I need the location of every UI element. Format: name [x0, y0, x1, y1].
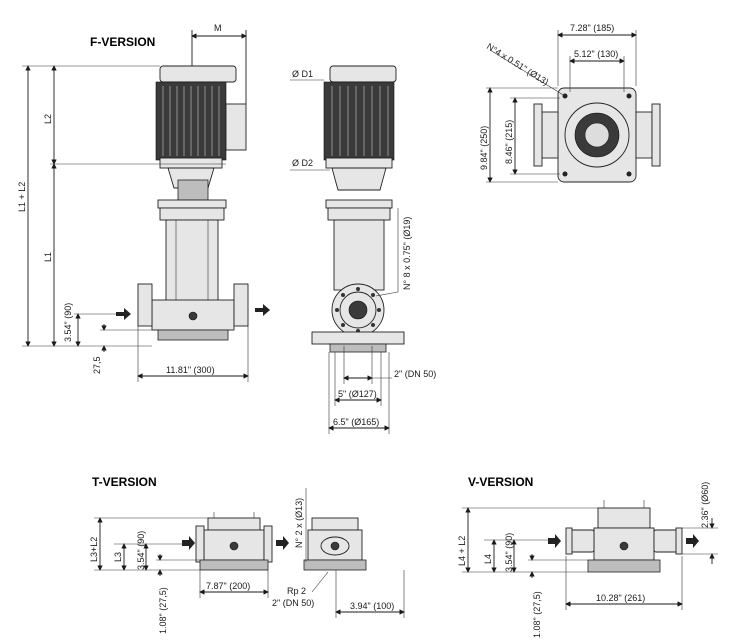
- front-view: Ø D1 Ø D2 N° 8 x 0.75" (Ø19) 2" (DN 50) …: [290, 65, 436, 434]
- dim-l1: L1: [43, 252, 53, 262]
- dim-t-354: 3.54" (90): [136, 531, 146, 570]
- dim-t-dn50: 2" (DN 50): [272, 598, 314, 608]
- dim-t-787: 7.87" (200): [206, 581, 250, 591]
- f-version-pump-body: [137, 179, 249, 341]
- dim-t-l3: L3: [113, 552, 123, 562]
- dim-v-l4: L4: [483, 554, 493, 564]
- dim-d1: Ø D1: [292, 69, 313, 79]
- dim-v-236: 2.36" (Ø60): [700, 482, 710, 528]
- dim-m: M: [214, 23, 222, 33]
- dim-v-108: 1.08" (27,5): [532, 591, 542, 638]
- dim-top-984: 9.84" (250): [479, 126, 489, 170]
- top-view: 7.28" (185) 5.12" (130) N°4 x 0.51" (Ø13…: [479, 23, 661, 183]
- dim-f-275: 27,5: [92, 356, 102, 374]
- t-version-title: T-VERSION: [92, 475, 157, 489]
- dim-top-512: 5.12" (130): [574, 49, 618, 59]
- dim-d2: Ø D2: [292, 158, 313, 168]
- f-inlet-arrow: [116, 308, 131, 320]
- dim-top-728: 7.28" (185): [570, 23, 614, 33]
- dim-v-1028: 10.28" (261): [596, 593, 645, 603]
- dim-front-holes: N° 8 x 0.75" (Ø19): [402, 217, 412, 290]
- v-version-view: V-VERSION L4 + L2 L4 3.54" (90) 1.08" (2…: [457, 475, 718, 638]
- f-version-motor: [155, 65, 247, 189]
- dim-t-108: 1.08" (27,5): [158, 587, 168, 634]
- dim-f-354: 3.54" (90): [63, 303, 73, 342]
- dim-v-l4l2: L4 + L2: [457, 536, 467, 566]
- dim-v-354: 3.54" (90): [504, 533, 514, 572]
- dim-t-l3l2: L3+L2: [89, 537, 99, 562]
- dim-top-846: 8.46" (215): [504, 120, 514, 164]
- f-version-view: F-VERSION: [17, 23, 270, 382]
- dim-front-dn50: 2" (DN 50): [394, 369, 436, 379]
- dim-t-rp2: Rp 2: [287, 586, 306, 596]
- dim-l2: L2: [43, 114, 53, 124]
- dim-l1-l2: L1 + L2: [17, 182, 27, 212]
- dim-front-165: 6.5" (Ø165): [333, 417, 379, 427]
- dim-t-394: 3.94" (100): [350, 601, 394, 611]
- t-version-view: T-VERSION L3+L2 L3 3.54" (90) 1.08" (27,: [89, 475, 405, 634]
- dim-t-holes: N° 2 x (Ø13): [294, 498, 304, 548]
- f-version-title: F-VERSION: [90, 35, 155, 49]
- dim-front-127: 5" (Ø127): [338, 389, 377, 399]
- dim-top-holes: N°4 x 0.51" (Ø13): [485, 41, 550, 87]
- dim-f-1181: 11.81" (300): [166, 365, 215, 375]
- v-version-title: V-VERSION: [468, 475, 533, 489]
- f-outlet-arrow: [255, 304, 270, 316]
